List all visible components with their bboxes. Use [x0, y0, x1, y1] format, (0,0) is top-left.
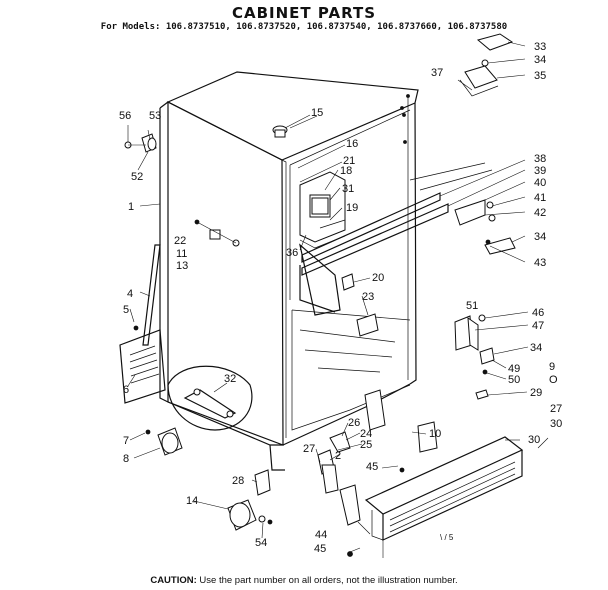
bottom-brackets: [254, 389, 438, 557]
callout-4: 4: [127, 288, 133, 300]
callout-40: 40: [534, 177, 546, 189]
callout-23: 23: [362, 291, 374, 303]
stray-mark-9: 9: [549, 361, 555, 373]
callout-labels: 1 2 4 5 6 7 8 10 11 13 14 15 16 18 19 20…: [119, 41, 562, 555]
callout-38: 38: [534, 153, 546, 165]
top-hinge: [459, 33, 514, 97]
callout-27b: 27: [550, 403, 562, 415]
base-grille: [364, 436, 524, 541]
callout-56: 56: [119, 110, 131, 122]
leader-lines: [127, 41, 549, 558]
callout-31: 31: [342, 183, 354, 195]
callout-29: 29: [530, 387, 542, 399]
callout-11: 11: [176, 248, 187, 260]
inset-detail: [167, 365, 253, 431]
callout-10: 10: [429, 428, 441, 440]
caution-prefix: CAUTION:: [150, 575, 197, 586]
callout-26: 26: [348, 417, 360, 429]
left-hardware-mid: [194, 219, 240, 247]
callout-42: 42: [534, 207, 546, 219]
left-hardware-top: [124, 133, 157, 153]
callout-13: 13: [176, 260, 188, 272]
callout-1: 1: [128, 201, 134, 213]
model-list: For Models: 106.8737510, 106.8737520, 10…: [100, 22, 508, 32]
callout-20: 20: [372, 272, 384, 284]
callout-30b: 30: [528, 434, 540, 446]
callout-34a: 34: [534, 54, 546, 66]
callout-34c: 34: [530, 342, 542, 354]
caution-text: Use the part number on all orders, not t…: [199, 575, 458, 586]
callout-47: 47: [532, 320, 544, 332]
callout-25: 25: [360, 439, 372, 451]
callout-19: 19: [346, 202, 358, 214]
callout-2: 2: [335, 450, 341, 462]
control-assembly: [299, 171, 346, 316]
callout-8: 8: [123, 453, 129, 465]
callout-52: 52: [131, 171, 143, 183]
callout-43: 43: [534, 257, 546, 269]
rear-roller: [145, 427, 183, 456]
callout-15: 15: [311, 107, 323, 119]
callout-27a: 27: [303, 443, 315, 455]
callout-33: 33: [534, 41, 546, 53]
callout-24: 24: [360, 428, 372, 440]
callout-30a: 30: [550, 418, 562, 430]
callout-50: 50: [508, 374, 520, 386]
center-hinge: [454, 314, 495, 400]
callout-6: 6: [123, 384, 129, 396]
callout-46: 46: [532, 307, 544, 319]
callout-51: 51: [466, 300, 478, 312]
callout-36: 36: [286, 247, 298, 259]
corner-mark: \ / 5: [440, 533, 454, 542]
callout-22: 22: [174, 235, 186, 247]
stray-mark-o: O: [549, 374, 558, 386]
callout-53: 53: [149, 110, 161, 122]
page-title: CABINET PARTS: [231, 4, 377, 22]
callout-44: 44: [315, 529, 327, 541]
callout-21: 21: [343, 155, 355, 167]
callout-18: 18: [340, 165, 352, 177]
callout-5: 5: [123, 304, 129, 316]
mullion-rails: [299, 162, 493, 313]
callout-54: 54: [255, 537, 267, 549]
callout-32: 32: [224, 373, 236, 385]
front-roller: [227, 499, 273, 531]
callout-35: 35: [534, 70, 546, 82]
callout-41: 41: [534, 192, 546, 204]
callout-14: 14: [186, 495, 198, 507]
callout-45b: 45: [314, 543, 326, 555]
callout-37: 37: [431, 67, 443, 79]
misc-parts: [272, 125, 379, 337]
callout-28: 28: [232, 475, 244, 487]
callout-49: 49: [508, 363, 520, 375]
callout-16: 16: [346, 138, 358, 150]
side-rail: [133, 244, 161, 346]
caution-note: CAUTION: Use the part number on all orde…: [0, 575, 608, 586]
grille-panel: [119, 329, 166, 404]
callout-39: 39: [534, 165, 546, 177]
mid-hinge: [454, 199, 516, 255]
callout-45a: 45: [366, 461, 378, 473]
callout-34b: 34: [534, 231, 546, 243]
callout-7: 7: [123, 435, 129, 447]
